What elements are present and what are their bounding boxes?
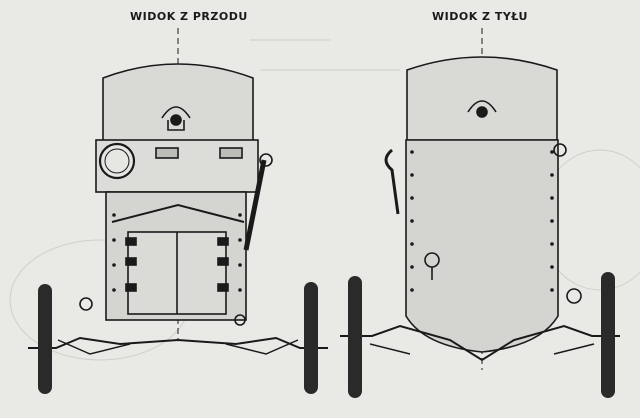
rear-rivets	[410, 150, 554, 292]
front-right-wheel	[304, 282, 318, 394]
rear-hull	[405, 139, 559, 353]
rear-view-caption: WIDOK Z TYŁU	[432, 10, 528, 23]
front-hood	[111, 203, 245, 223]
rear-turret	[406, 56, 558, 141]
front-view-caption: WIDOK Z PRZODU	[130, 10, 248, 23]
front-turret	[102, 63, 254, 149]
front-turret-fitting	[161, 106, 191, 131]
front-vision-slit-right	[219, 147, 243, 159]
front-crank-handle	[243, 159, 267, 251]
front-view	[28, 28, 328, 394]
front-grille-hinges	[125, 237, 229, 292]
rear-turret-fitting	[467, 100, 497, 118]
front-left-wheel	[38, 284, 52, 394]
rear-left-wheel	[348, 276, 362, 398]
rear-axle	[340, 324, 620, 362]
rear-right-wheel	[601, 272, 615, 398]
front-axle	[28, 336, 328, 349]
front-vision-slit-left	[155, 147, 179, 159]
front-rivets	[112, 213, 242, 292]
rear-view	[340, 28, 620, 398]
